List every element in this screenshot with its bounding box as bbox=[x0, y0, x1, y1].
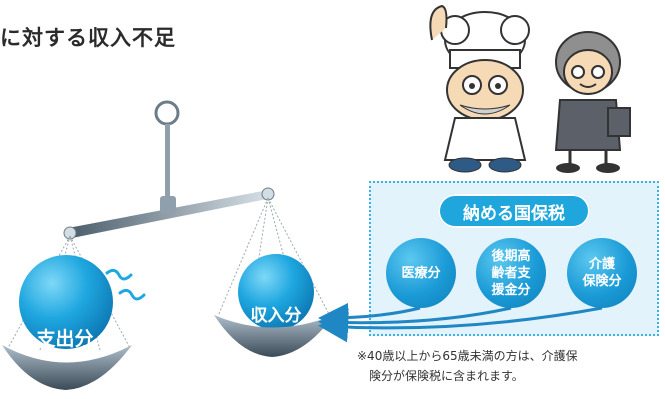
arrow-left-icon bbox=[318, 306, 603, 343]
arrow-left-icon bbox=[318, 306, 512, 338]
page-title: に対する収入不足 bbox=[0, 26, 176, 50]
tax-panel-title: 納める国保税 bbox=[438, 194, 590, 228]
chef-character-icon bbox=[429, 4, 530, 173]
arrow-left-icon bbox=[318, 302, 421, 333]
scale-pole bbox=[165, 124, 170, 210]
characters-illustration bbox=[429, 4, 631, 173]
income-ball bbox=[238, 254, 314, 330]
tax-item-elderly-support: 後期高 齢者支 援金分 bbox=[476, 238, 546, 308]
expense-ball bbox=[19, 255, 113, 349]
tax-item-nursing-care: 介護 保険分 bbox=[567, 238, 637, 308]
income-label: 収入分 bbox=[250, 305, 302, 326]
expense-pan bbox=[2, 345, 132, 390]
scale-pivot bbox=[160, 196, 176, 214]
footnote: ※40歳以上から65歳未満の方は、介護保 険分が保険税に含まれます。 bbox=[357, 349, 578, 383]
income-pan bbox=[214, 315, 334, 357]
woman-character-icon bbox=[554, 31, 631, 173]
expense-label: 支出分 bbox=[36, 327, 94, 350]
tax-item-medical: 医療分 bbox=[386, 238, 456, 308]
worry-squiggle-icon bbox=[105, 268, 146, 301]
